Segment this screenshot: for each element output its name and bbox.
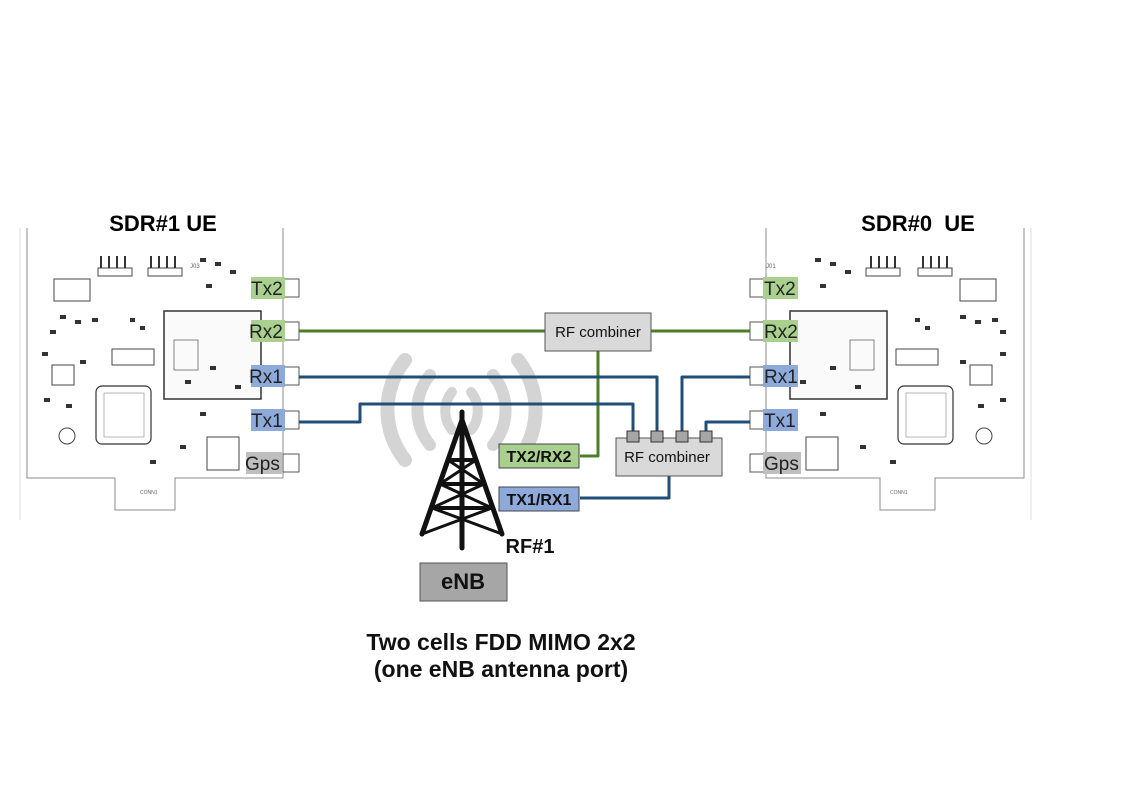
port-label-rx1: Rx1	[249, 367, 283, 388]
caption-line-1: Two cells FDD MIMO 2x2	[366, 629, 635, 655]
rf-combiner-bottom-label: RF combiner	[624, 449, 710, 466]
silk-ref-bottom: CONN1	[140, 490, 158, 496]
cable-blue-enb-tx1rx1	[580, 476, 671, 500]
combiner-port	[650, 430, 664, 443]
silk-ref-top: J01	[766, 264, 776, 270]
combiner-port	[699, 430, 713, 443]
port-label-tx1: Tx1	[251, 411, 283, 432]
port-label-tx2: Tx2	[764, 279, 796, 300]
rf-combiner-top: RF combiner	[544, 312, 652, 352]
silk-ref-top: J03	[190, 264, 200, 270]
port-bg-rx1	[763, 365, 798, 387]
port-label-rx2: Rx2	[249, 322, 283, 343]
cable-blue-right-tx1	[704, 420, 750, 432]
sdr-right-title: SDR#0 UE	[861, 211, 975, 236]
port-bg-tx1	[763, 409, 798, 431]
port-bg-tx2	[763, 277, 798, 299]
port-label-gps: Gps	[764, 454, 799, 475]
cable-blue-left-rx1	[299, 375, 659, 432]
rf-combiner-top-label: RF combiner	[555, 324, 641, 341]
port-label-rx1: Rx1	[764, 367, 798, 388]
combiner-port	[626, 430, 640, 443]
port-bg-tx1	[251, 409, 285, 431]
port-label-tx1: Tx1	[764, 411, 796, 432]
sdr-left-title: SDR#1 UE	[109, 211, 217, 236]
port-bg-tx2	[251, 277, 285, 299]
cable-blue-right-rx1	[680, 375, 750, 432]
sdr-left-board: J03 CONN1	[19, 228, 300, 520]
port-label-rx2: Rx2	[764, 322, 798, 343]
enb-port-tx1-rx1: TX1/RX1	[507, 492, 572, 509]
cable-green-enb-tx2rx2	[580, 351, 600, 458]
enb-label: eNB	[441, 569, 485, 594]
port-bg-rx2	[763, 320, 798, 342]
port-bg-rx2	[251, 320, 285, 342]
port-bg-rx1	[251, 365, 285, 387]
port-bg-gps	[763, 452, 801, 474]
rf-port-label: RF#1	[506, 536, 555, 558]
port-bg-gps	[246, 452, 282, 474]
cables	[299, 329, 750, 500]
rf-combiner-bottom: RF combiner	[615, 430, 723, 477]
combiner-port	[675, 430, 689, 443]
cable-blue-left-tx1	[299, 402, 635, 432]
sdr-right-ports: Tx2 Rx2 Rx1 Tx1 Gps	[763, 277, 801, 475]
enb-ports: TX2/RX2 TX1/RX1	[498, 443, 580, 512]
port-label-gps: Gps	[245, 454, 280, 475]
enb-port-tx2-rx2: TX2/RX2	[507, 449, 572, 466]
silk-ref-bottom: CONN1	[890, 490, 908, 496]
sdr-left-ports: Tx2 Rx2 Rx1 Tx1 Gps	[245, 277, 285, 475]
caption-line-2: (one eNB antenna port)	[374, 656, 628, 682]
port-label-tx2: Tx2	[251, 279, 283, 300]
enb-box: eNB	[419, 562, 508, 602]
cell-tower-icon	[419, 409, 505, 551]
sdr-right-board: J01 CONN1	[749, 228, 1032, 520]
